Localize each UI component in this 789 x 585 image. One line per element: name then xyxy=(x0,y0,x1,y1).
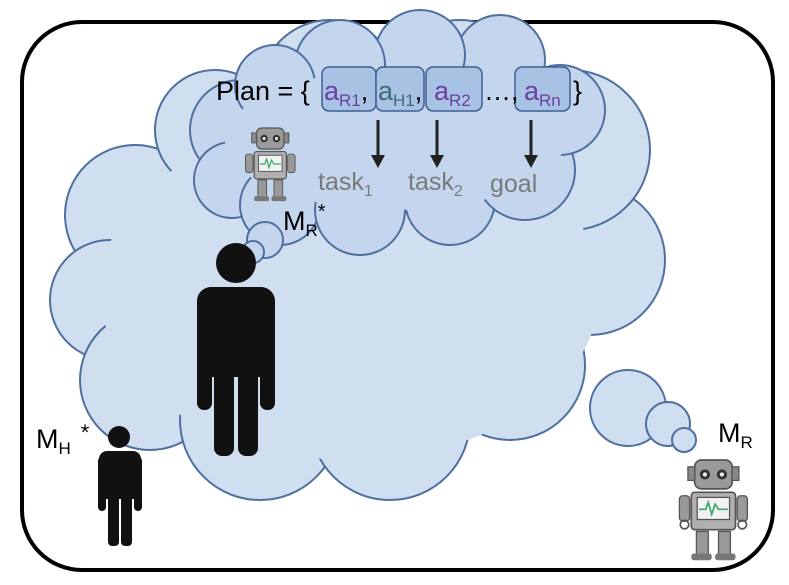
robot-icon-small xyxy=(245,127,296,202)
plan-ellipsis: …, xyxy=(484,76,519,106)
action-box-r2 xyxy=(425,66,483,112)
model-mh-star-label: MH* xyxy=(36,420,90,458)
task-arrows xyxy=(371,120,538,168)
action-rn: aRn xyxy=(524,76,561,110)
goal-label: goal xyxy=(490,170,537,198)
human-figure-large xyxy=(197,243,275,456)
task-2-label: task2 xyxy=(408,168,463,200)
action-box-rn xyxy=(514,66,571,112)
action-r2: aR2 xyxy=(434,76,471,110)
robot-icon-large xyxy=(678,459,749,561)
model-mr-label: MR xyxy=(718,418,753,452)
action-box-r1 xyxy=(321,66,425,112)
robot-thought-bubbles xyxy=(589,369,697,453)
task-1-label: task1 xyxy=(318,168,373,200)
plan-suffix: } xyxy=(573,76,582,106)
model-mr-star-label: MR* xyxy=(283,201,326,240)
action-h1: aH1, xyxy=(378,76,422,110)
action-r1: aR1, xyxy=(324,76,368,110)
plan-prefix: Plan = { xyxy=(216,76,310,106)
human-figure-small xyxy=(98,426,142,546)
